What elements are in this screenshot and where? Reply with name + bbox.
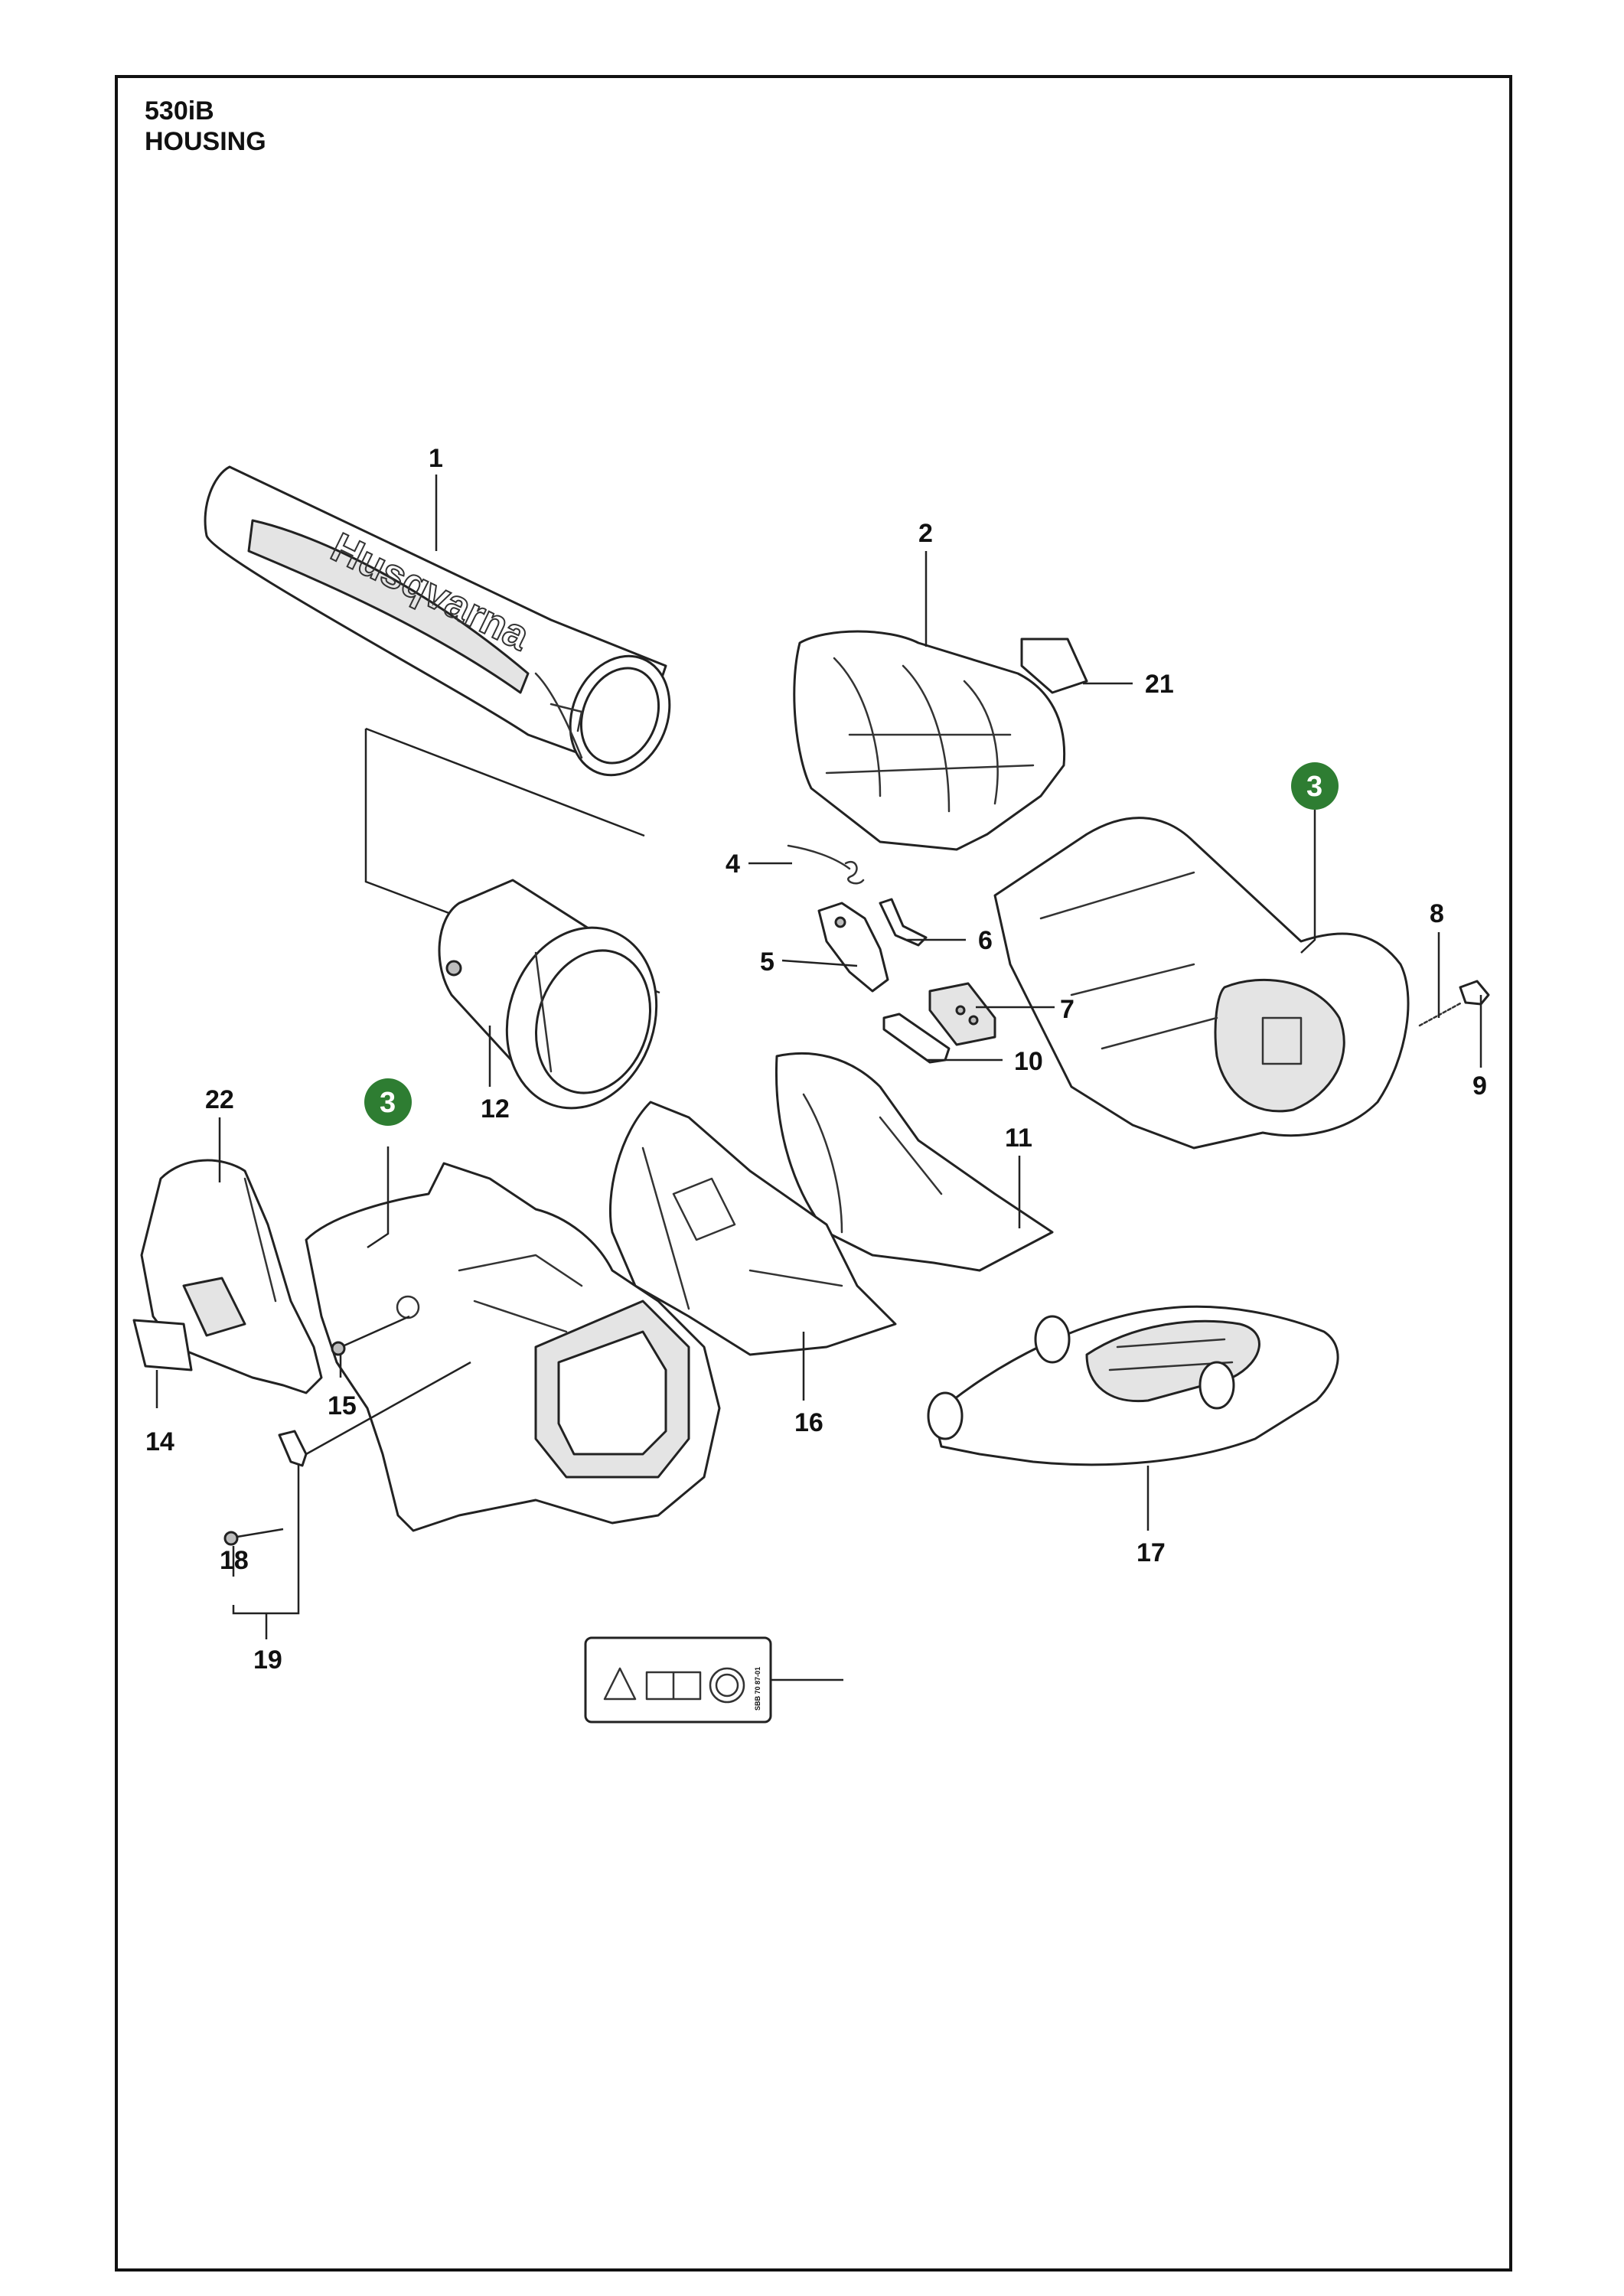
page-frame <box>115 75 1512 2272</box>
part-18-screw <box>223 1528 284 1546</box>
model-title: 530iB <box>145 96 214 126</box>
part-22-warning-label: SBB 70 87-01 <box>584 1636 772 1724</box>
part-number-6: 6 <box>978 926 993 955</box>
part-5-trigger <box>817 902 889 993</box>
part-number-21: 22 <box>205 1085 234 1114</box>
part-number-labels: 1 2 21 3 3 4 5 6 7 8 9 10 11 12 14 15 16… <box>145 444 1487 1675</box>
part-2-upper-housing <box>793 630 1066 851</box>
part-number-2: 2 <box>918 519 933 548</box>
part-number-7: 7 <box>1060 995 1075 1024</box>
part-number-17: 17 <box>1136 1538 1166 1567</box>
part-3-left-housing <box>305 1162 721 1532</box>
warning-code: SBB 70 87-01 <box>754 1667 761 1711</box>
part-number-20: 21 <box>1145 670 1174 699</box>
part-4-spring <box>787 844 865 885</box>
part-number-4: 4 <box>726 850 740 879</box>
part-9-button <box>1459 980 1490 1006</box>
part-16-fan-duct <box>609 1101 897 1356</box>
part-14-label <box>132 1319 193 1371</box>
part-6-lock-lever <box>879 898 928 947</box>
part-number-14: 14 <box>145 1427 174 1456</box>
part-number-11: 11 <box>1005 1124 1032 1153</box>
part-20-label <box>1020 638 1088 694</box>
part-number-3-left: 3 <box>380 1087 396 1119</box>
part-number-10: 10 <box>1014 1047 1043 1076</box>
part-number-15: 15 <box>328 1391 357 1420</box>
part-8-spring <box>1418 1001 1463 1027</box>
part-19-hook <box>278 1361 471 1467</box>
part-15-screw <box>331 1315 410 1356</box>
part-1-blower-tube: Husqvarna <box>204 465 671 777</box>
part-number-18: 18 <box>220 1546 249 1575</box>
part-number-5: 5 <box>760 947 774 977</box>
part-7-control-panel <box>928 982 996 1046</box>
part-number-16: 16 <box>794 1408 823 1437</box>
part-number-12: 12 <box>481 1094 510 1124</box>
part-number-19: 19 <box>253 1645 282 1675</box>
part-number-8: 8 <box>1430 899 1444 928</box>
part-11-air-guide <box>774 1052 1054 1272</box>
badge-part-3-left: 3 <box>364 1078 412 1126</box>
section-title: HOUSING <box>145 127 266 156</box>
part-number-1: 1 <box>429 444 443 473</box>
part-number-3-right: 3 <box>1306 771 1322 803</box>
part-3-motor-housing <box>993 817 1410 1150</box>
leader-lines <box>155 475 1482 1681</box>
badge-part-3-right: 3 <box>1291 762 1339 810</box>
part-number-9: 9 <box>1472 1071 1487 1101</box>
part-12-tube-extension <box>438 879 658 1110</box>
part-17-handle-cover <box>927 1305 1339 1466</box>
